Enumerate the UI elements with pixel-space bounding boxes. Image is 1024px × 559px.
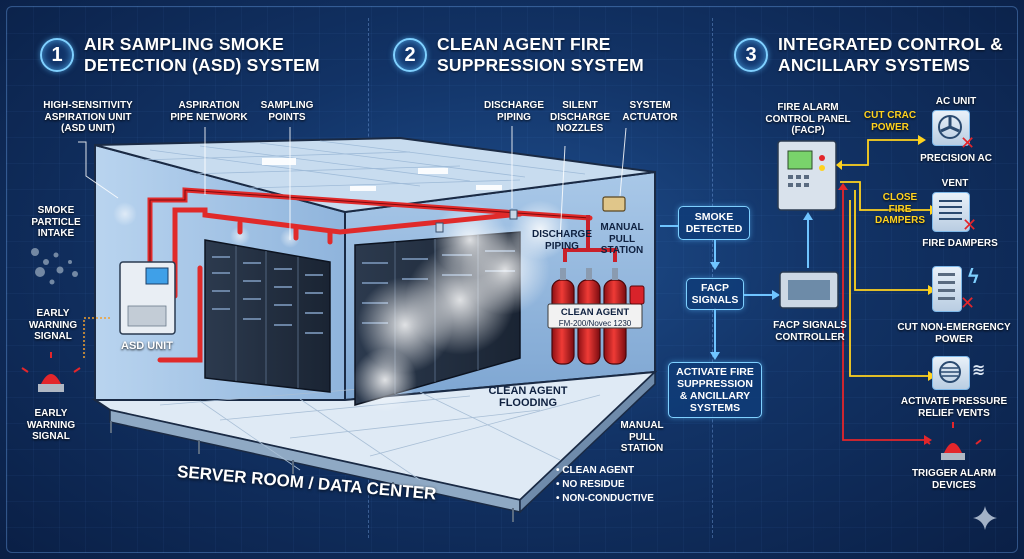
- label-smoke-intake: SMOKE PARTICLE INTAKE: [31, 205, 81, 239]
- label-close-dampers: CLOSE FIRE DAMPERS: [874, 192, 925, 226]
- label-asd-unit: ASD UNIT: [121, 340, 173, 352]
- flow-activate-systems: ACTIVATE FIRE SUPPRESSION & ANCILLARY SY…: [668, 362, 762, 418]
- vent-icon: [932, 192, 970, 232]
- property-no-residue: NO RESIDUE: [556, 478, 654, 492]
- alarm-connector-red: [842, 190, 924, 441]
- label-aspiration-unit: HIGH-SENSITIVITY ASPIRATION UNIT (ASD UN…: [43, 100, 133, 134]
- section-badge-3: 3: [734, 38, 768, 72]
- section-header-3: 3 INTEGRATED CONTROL & ANCILLARY SYSTEMS: [734, 34, 1003, 76]
- alarm-beacon-left: [21, 352, 81, 392]
- agent-properties-list: CLEAN AGENT NO RESIDUE NON-CONDUCTIVE: [556, 464, 654, 506]
- ceiling-grid: [94, 136, 656, 214]
- label-agent-type: FM-200/Novec 1230: [558, 319, 632, 328]
- discharge-piping: [563, 215, 617, 262]
- flow-facp-signals: FACP SIGNALS: [686, 278, 744, 310]
- label-pressure-vents: ACTIVATE PRESSURE RELIEF VENTS: [900, 396, 1008, 419]
- smoke-wisps: [113, 202, 300, 248]
- label-sampling-points: SAMPLING POINTS: [260, 100, 314, 123]
- clean-agent-cloud: [353, 200, 570, 412]
- facp-controller-device: [779, 271, 839, 309]
- property-non-conductive: NON-CONDUCTIVE: [556, 492, 654, 506]
- sparkle-icon: [973, 506, 997, 530]
- label-alarm-devices: TRIGGER ALARM DEVICES: [911, 468, 997, 491]
- section-title-3: INTEGRATED CONTROL & ANCILLARY SYSTEMS: [778, 34, 1004, 75]
- facp-panel-device: [777, 140, 837, 211]
- label-clean-agent: CLEAN AGENT: [560, 307, 630, 318]
- label-manual-pull-top: MANUAL PULL STATION: [600, 222, 644, 256]
- section-badge-1: 1: [40, 38, 74, 72]
- ac-unit-icon: [932, 110, 970, 146]
- alarm-beacon-right: [924, 422, 982, 460]
- label-vent: VENT: [941, 178, 969, 189]
- pressure-vent-icon: [932, 356, 970, 390]
- smoke-particles: [31, 248, 78, 285]
- label-ac-unit: AC UNIT: [935, 96, 977, 107]
- power-panel-icon: [932, 266, 962, 312]
- section-title-2: CLEAN AGENT FIRE SUPPRESSION SYSTEM: [437, 34, 644, 75]
- lightning-icon: ϟ: [968, 266, 979, 288]
- label-early-warning-2: EARLY WARNING SIGNAL: [26, 408, 76, 442]
- control-connectors-yellow: [840, 139, 930, 377]
- label-cut-crac: CUT CRAC POWER: [863, 110, 917, 133]
- label-pipe-network: ASPIRATION PIPE NETWORK: [170, 100, 248, 123]
- flow-smoke-detected: SMOKE DETECTED: [678, 206, 750, 240]
- airflow-icon: ≋: [972, 362, 986, 379]
- label-fire-dampers: FIRE DAMPERS: [922, 238, 998, 249]
- property-clean-agent: CLEAN AGENT: [556, 464, 654, 478]
- label-precision-ac: PRECISION AC: [920, 153, 992, 164]
- discharge-nozzles: [435, 209, 518, 233]
- early-warning-arrow: [83, 317, 110, 360]
- agent-cylinders: [547, 268, 643, 365]
- label-clean-agent-flooding: CLEAN AGENT FLOODING: [488, 385, 568, 409]
- label-cut-power: CUT NON-EMERGENCY POWER: [897, 322, 1011, 345]
- section-header-2: 2 CLEAN AGENT FIRE SUPPRESSION SYSTEM: [393, 34, 644, 76]
- section-badge-2: 2: [393, 38, 427, 72]
- flow-arrows: [660, 212, 813, 360]
- asd-unit-box: [119, 261, 176, 335]
- label-silent-nozzles: SILENT DISCHARGE NOZZLES: [549, 100, 610, 134]
- label-early-warning-1: EARLY WARNING SIGNAL: [28, 308, 78, 342]
- label-discharge-piping-top: DISCHARGE PIPING: [483, 100, 544, 123]
- label-facp-controller: FACP SIGNALS CONTROLLER: [773, 320, 847, 343]
- label-discharge-piping-mid: DISCHARGE PIPING: [531, 229, 592, 252]
- manual-pull-station-box: [629, 285, 645, 305]
- section-header-1: 1 AIR SAMPLING SMOKE DETECTION (ASD) SYS…: [40, 34, 320, 76]
- label-manual-pull-bottom: MANUAL PULL STATION: [620, 420, 664, 454]
- system-actuator: [602, 196, 626, 212]
- power-cut-icon: ✕: [960, 293, 976, 313]
- ac-unit-off-icon: ✕: [960, 133, 976, 153]
- section-title-1: AIR SAMPLING SMOKE DETECTION (ASD) SYSTE…: [84, 34, 320, 75]
- server-racks-left: [204, 239, 331, 393]
- label-system-actuator: SYSTEM ACTUATOR: [622, 100, 678, 123]
- label-facp: FIRE ALARM CONTROL PANEL (FACP): [765, 102, 851, 136]
- damper-closed-icon: ✕: [962, 215, 978, 235]
